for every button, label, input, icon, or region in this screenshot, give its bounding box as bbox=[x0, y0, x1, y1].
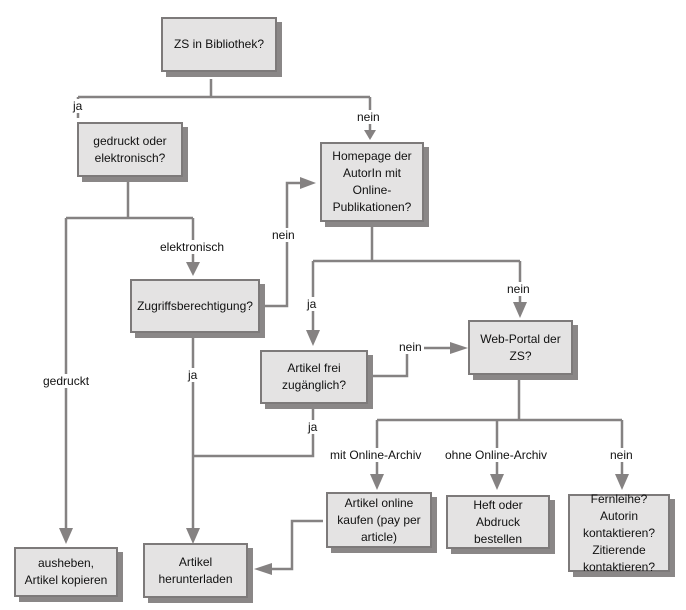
label-ja-frei: ja bbox=[306, 420, 320, 434]
label-ja-bibliothek: ja bbox=[71, 99, 85, 113]
node-artikel-frei-zugaenglich: Artikel frei zugänglich? bbox=[260, 350, 368, 404]
label-nein-bibliothek: nein bbox=[355, 110, 382, 124]
node-heft-oder-abdruck-bestellen: Heft oder Abdruck bestellen bbox=[446, 495, 550, 549]
edge-frei-ja bbox=[193, 406, 315, 458]
edge-portal-split bbox=[375, 380, 624, 484]
label-elektronisch: elektronisch bbox=[158, 240, 227, 254]
label-ja-homepage: ja bbox=[305, 297, 319, 311]
edge-frei-nein bbox=[368, 346, 455, 378]
arrow-into-herunterladen bbox=[254, 563, 272, 575]
node-artikel-online-kaufen: Artikel online kaufen (pay per article) bbox=[326, 492, 432, 548]
node-gedruckt-oder-elektronisch: gedruckt oder elektronisch? bbox=[77, 122, 183, 177]
arrow-to-zugriff bbox=[186, 262, 200, 276]
node-homepage-autorin: Homepage der AutorIn mit Online-Publikat… bbox=[320, 142, 424, 222]
label-nein-frei: nein bbox=[397, 340, 424, 354]
arrow-to-fernleihe bbox=[615, 474, 629, 490]
label-mit-online-archiv: mit Online-Archiv bbox=[328, 448, 424, 462]
arrow-to-heft bbox=[490, 474, 504, 490]
label-gedruckt: gedruckt bbox=[41, 374, 92, 388]
edge-zs-split bbox=[76, 79, 372, 138]
arrow-into-homepage bbox=[300, 177, 316, 189]
node-artikel-herunterladen: Artikel herunterladen bbox=[143, 543, 248, 598]
node-fernleihe: Fernleihe? Autorin kontaktieren? Zitiere… bbox=[568, 492, 670, 574]
arrow-to-homepage bbox=[364, 130, 376, 140]
node-zugriffsberechtigung: Zugriffsberechtigung? bbox=[130, 279, 260, 333]
arrow-into-web-portal bbox=[450, 342, 468, 354]
node-ausheben-artikel-kopieren: ausheben, Artikel kopieren bbox=[14, 547, 118, 597]
arrow-to-online-kaufen bbox=[370, 474, 384, 490]
arrow-to-herunterladen bbox=[186, 528, 200, 544]
edge-homepage-split bbox=[311, 225, 522, 338]
edge-zugriff-nein bbox=[262, 181, 306, 308]
label-ohne-online-archiv: ohne Online-Archiv bbox=[443, 448, 550, 462]
node-web-portal-der-zs: Web-Portal der ZS? bbox=[468, 320, 573, 375]
arrow-to-web-portal-top bbox=[513, 302, 527, 318]
label-nein-portal: nein bbox=[608, 448, 635, 462]
edge-kaufen-herunterladen bbox=[266, 519, 323, 571]
label-ja-zugriff: ja bbox=[186, 368, 200, 382]
node-zs-in-bibliothek: ZS in Bibliothek? bbox=[161, 17, 277, 72]
arrow-to-artikel-frei bbox=[306, 330, 320, 346]
label-nein-homepage: nein bbox=[505, 282, 532, 296]
arrow-to-ausheben bbox=[59, 528, 73, 544]
label-nein-zugriff: nein bbox=[270, 228, 297, 242]
edge-ge-split bbox=[64, 182, 195, 540]
